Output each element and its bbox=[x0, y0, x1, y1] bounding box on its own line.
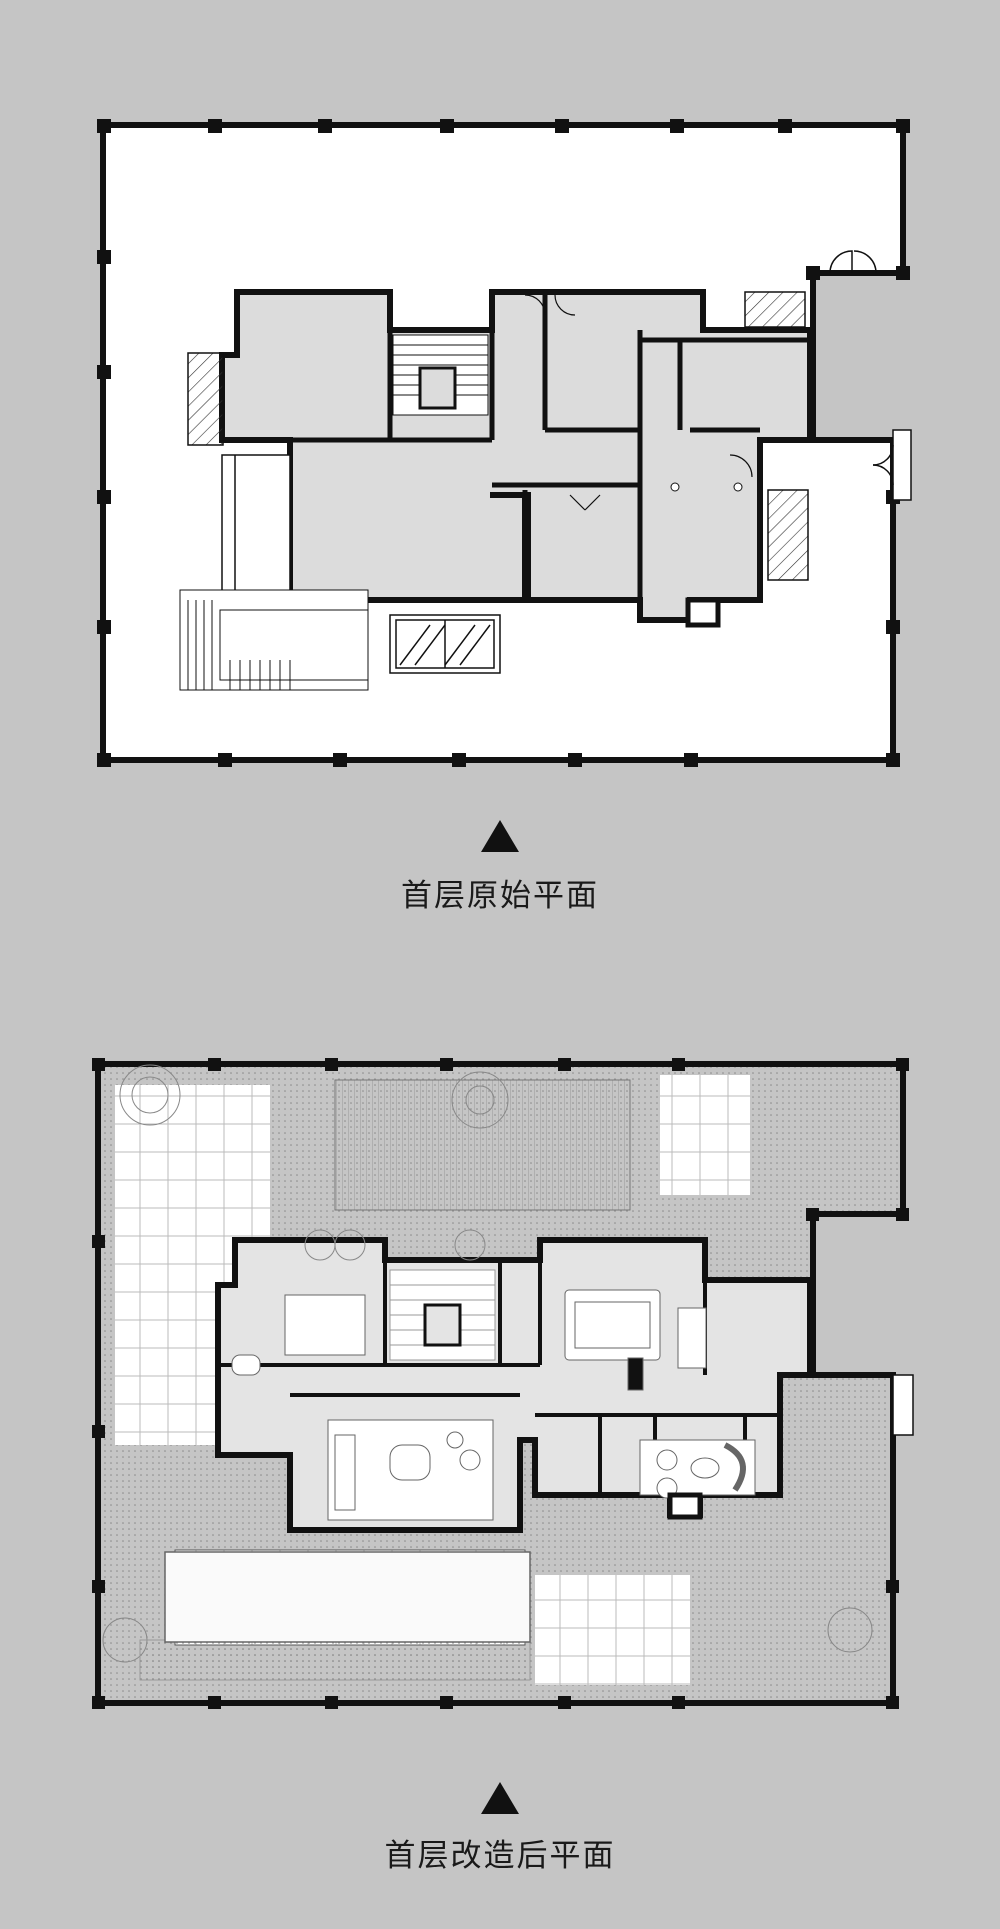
exterior-stair bbox=[179, 589, 369, 691]
renovated-plan-drawing bbox=[92, 1058, 914, 1709]
bay-window bbox=[685, 597, 721, 628]
trees bbox=[102, 1064, 873, 1663]
living-room-furniture bbox=[327, 1419, 494, 1521]
kitchen bbox=[627, 1307, 707, 1391]
plan-caption-original: 首层原始平面 bbox=[401, 878, 599, 914]
interior-stair bbox=[392, 334, 489, 416]
hatched-terrace-top bbox=[744, 291, 806, 328]
wood-deck bbox=[334, 1079, 631, 1211]
door-right-side bbox=[892, 1374, 914, 1436]
paved-terrace-top-right bbox=[660, 1075, 750, 1195]
left-veranda bbox=[221, 454, 291, 596]
shrub-bed bbox=[139, 1639, 531, 1681]
bedroom-furniture bbox=[231, 1294, 366, 1376]
door-right-side bbox=[872, 429, 912, 501]
boundary-columns bbox=[97, 119, 910, 767]
original-plan-drawing bbox=[97, 119, 912, 767]
paved-terrace-bottom bbox=[535, 1575, 690, 1685]
glass-panel bbox=[389, 614, 501, 674]
plan-caption-renovated: 首层改造后平面 bbox=[384, 1838, 616, 1874]
up-triangle-icon bbox=[481, 1782, 519, 1814]
interior-stair bbox=[389, 1269, 496, 1361]
column-dot bbox=[733, 482, 743, 492]
door-swings bbox=[524, 294, 753, 511]
column-dot bbox=[670, 482, 680, 492]
original-floor-plan bbox=[0, 0, 1000, 800]
pool bbox=[164, 1551, 531, 1643]
hatched-terrace-right bbox=[767, 489, 809, 581]
up-triangle-icon bbox=[481, 820, 519, 852]
boundary-columns bbox=[92, 1058, 909, 1709]
door-top-right bbox=[829, 250, 877, 274]
lounge-furniture bbox=[639, 1439, 756, 1499]
bay-window bbox=[667, 1492, 703, 1520]
renovated-floor-plan bbox=[0, 1040, 1000, 1730]
dining-table bbox=[564, 1289, 661, 1361]
hatched-terrace-left bbox=[187, 352, 224, 446]
